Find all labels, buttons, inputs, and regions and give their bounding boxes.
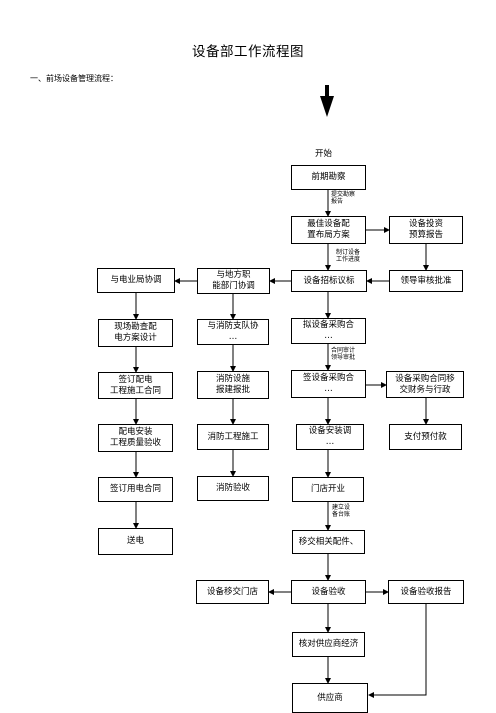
node-sign-distribution-contract: 签订配电 工程施工合同	[98, 372, 173, 399]
edge-report-supplier	[368, 604, 427, 698]
edge-label-after-survey: 提交勘察 报告	[331, 191, 356, 205]
edge-label-after-opening: 建立设 备台账	[332, 504, 351, 518]
node-fire-brigade-coordination: 与消防支队协 …	[197, 319, 269, 345]
node-distribution-acceptance: 配电安装 工程质量验收	[98, 424, 173, 452]
node-site-survey-design: 现场勘查配 电方案设计	[98, 319, 173, 347]
start-label: 开始	[315, 149, 333, 159]
node-acceptance-report: 设备验收报告	[388, 580, 464, 604]
node-fire-construction: 消防工程施工	[197, 424, 269, 450]
node-sign-purchase-contract: 签设备采购合 …	[291, 370, 366, 398]
node-equipment-installation: 设备安装调 …	[296, 424, 364, 450]
node-leader-approval: 领导审核批准	[389, 270, 463, 292]
edge-label-after-draft-contract: 合同审计 领导审批	[331, 347, 356, 361]
node-verify-supplier: 核对供应商经济	[292, 632, 365, 657]
node-investment-report: 设备投资 预算报告	[389, 216, 463, 244]
node-draft-purchase-contract: 拟设备采购合 …	[291, 318, 366, 344]
node-preliminary-survey: 前期勘察	[291, 165, 366, 190]
page-title: 设备部工作流程图	[192, 44, 304, 60]
edge-label-after-layout: 制订设备 工作进度	[336, 249, 361, 263]
node-equipment-acceptance: 设备验收	[291, 580, 366, 604]
node-handover-to-store: 设备移交门店	[196, 580, 269, 604]
node-power-on: 送电	[98, 528, 173, 555]
big-down-arrow-icon	[320, 85, 334, 117]
node-store-opening: 门店开业	[292, 477, 364, 502]
section-heading: 一、前场设备管理流程：	[30, 74, 118, 83]
node-optimal-layout: 最佳设备配 置布局方案	[291, 216, 366, 244]
node-sign-power-contract: 签订用电合同	[98, 477, 173, 502]
node-local-dept-coordination: 与地方职 能部门协调	[197, 268, 270, 294]
node-bidding: 设备招标议标	[291, 270, 367, 292]
node-contract-to-finance: 设备采购合同移 交财务与行政	[386, 371, 464, 398]
node-fire-facility-approval: 消防设施 报建报批	[197, 371, 269, 399]
node-supplier: 供应商	[292, 683, 368, 713]
node-handover-parts: 移交相关配件、	[292, 530, 365, 554]
node-utility-coordination: 与电业局协调	[97, 268, 175, 293]
node-fire-acceptance: 消防验收	[197, 476, 269, 501]
node-advance-payment: 支付预付款	[389, 424, 462, 450]
